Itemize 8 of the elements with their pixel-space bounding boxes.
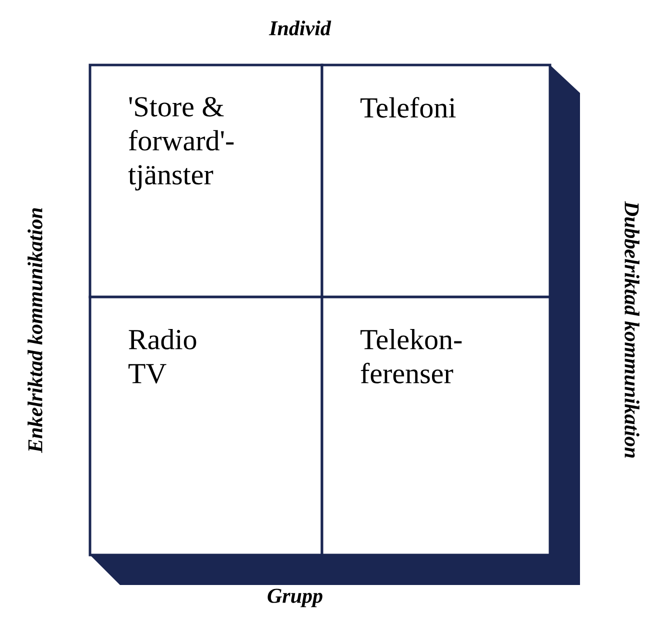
grid-cell: Telekon-ferenser [320,296,552,556]
axis-label: Dubbelriktad kommunikation [624,201,640,458]
grid-cell: 'Store & forward'-tjänster [88,64,324,298]
grid-cell: Telefoni [320,64,552,298]
axis-label: Enkelriktad kommunikation [28,208,42,453]
grid-cell: Radio TV [88,296,324,556]
axis-label: Individ [268,20,332,36]
axis-label: Grupp [268,588,322,608]
